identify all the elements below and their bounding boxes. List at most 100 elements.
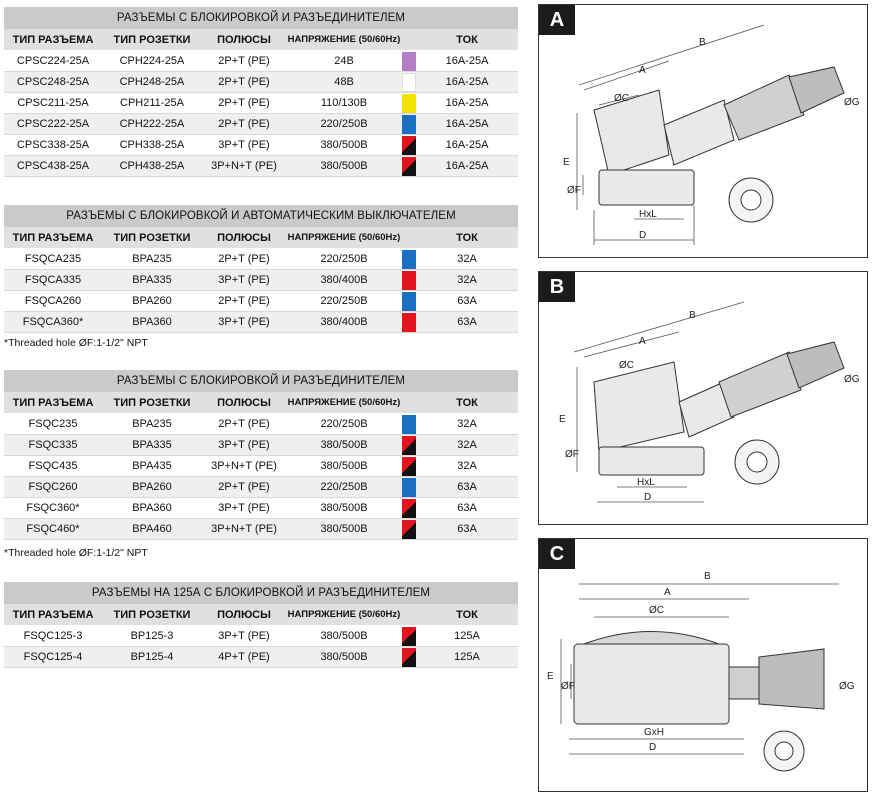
diagram-a-drawing: B A ØC E ØF ØG HxL D bbox=[563, 24, 860, 245]
dim-f-label: ØF bbox=[561, 681, 575, 692]
voltage-cell: 24B bbox=[334, 55, 354, 67]
dim-c-label: ØC bbox=[649, 605, 664, 616]
current-cell: 16A-25A bbox=[445, 118, 489, 130]
current-cell: 32A bbox=[457, 274, 477, 286]
current-cell: 125A bbox=[454, 651, 480, 663]
header-plug-type: ТИП РАЗЪЕМА bbox=[12, 608, 94, 621]
voltage-cell: 380/500B bbox=[320, 139, 368, 151]
poles-cell: 3P+T (PE) bbox=[218, 316, 270, 328]
dim-hxl-label: HxL bbox=[637, 477, 655, 488]
dim-d-label: D bbox=[639, 230, 646, 241]
current-cell: 16A-25A bbox=[445, 76, 489, 88]
dim-f-label: ØF bbox=[565, 449, 579, 460]
dim-b-label: B bbox=[699, 37, 706, 48]
poles-cell: 4P+T (PE) bbox=[218, 651, 270, 663]
voltage-cell: 380/500B bbox=[320, 439, 368, 451]
current-cell: 63A bbox=[457, 295, 477, 307]
voltage-color-swatch bbox=[402, 291, 416, 311]
header-poles: ПОЛЮСЫ bbox=[217, 608, 271, 621]
diagram-label: C bbox=[539, 539, 575, 569]
voltage-color-swatch bbox=[402, 156, 416, 176]
socket-type-cell: CPH338-25A bbox=[119, 139, 185, 151]
table-title: РАЗЪЕМЫ С БЛОКИРОВКОЙ И РАЗЪЕДИНИТЕЛЕМ bbox=[4, 370, 518, 392]
plug-type-cell: FSQC235 bbox=[28, 418, 78, 430]
table-header: ТИП РАЗЪЕМА ТИП РОЗЕТКИ ПОЛЮСЫ НАПРЯЖЕНИ… bbox=[4, 227, 518, 249]
dim-d-label: D bbox=[649, 742, 656, 753]
header-plug-type: ТИП РАЗЪЕМА bbox=[12, 396, 94, 409]
threaded-hole-note: *Threaded hole ØF:1-1/2" NPT bbox=[4, 547, 148, 559]
header-plug-type: ТИП РАЗЪЕМА bbox=[12, 231, 94, 244]
plug-type-cell: FSQC335 bbox=[28, 439, 78, 451]
diagram-c: B A ØC E ØF ØG GxH D C bbox=[538, 538, 868, 792]
header-poles: ПОЛЮСЫ bbox=[217, 33, 271, 46]
socket-type-cell: BPA335 bbox=[132, 439, 172, 451]
plug-type-cell: FSQCA260 bbox=[24, 295, 82, 307]
current-cell: 63A bbox=[457, 481, 477, 493]
dim-b-label: B bbox=[704, 571, 711, 582]
dim-f-label: ØF bbox=[567, 185, 581, 196]
header-poles: ПОЛЮСЫ bbox=[217, 231, 271, 244]
voltage-color-swatch bbox=[402, 519, 416, 539]
header-voltage: НАПРЯЖЕНИЕ (50/60Hz) bbox=[287, 232, 401, 243]
voltage-cell: 380/500B bbox=[320, 651, 368, 663]
voltage-cell: 220/250B bbox=[320, 481, 368, 493]
plug-type-cell: FSQC260 bbox=[28, 481, 78, 493]
diagram-c-drawing: B A ØC E ØF ØG GxH D bbox=[547, 571, 855, 772]
current-cell: 16A-25A bbox=[445, 97, 489, 109]
voltage-cell: 110/130B bbox=[320, 97, 368, 109]
header-voltage: НАПРЯЖЕНИЕ (50/60Hz) bbox=[287, 397, 401, 408]
socket-type-cell: BP125-4 bbox=[130, 651, 174, 663]
poles-cell: 2P+T (PE) bbox=[218, 418, 270, 430]
header-socket-type: ТИП РОЗЕТКИ bbox=[113, 33, 191, 46]
plug-type-cell: FSQCA335 bbox=[24, 274, 82, 286]
voltage-cell: 220/250B bbox=[320, 253, 368, 265]
voltage-color-swatch bbox=[402, 456, 416, 476]
socket-type-cell: CPH224-25A bbox=[119, 55, 185, 67]
poles-cell: 2P+T (PE) bbox=[218, 295, 270, 307]
current-cell: 125A bbox=[454, 630, 480, 642]
table-interlock-disconnector-1: РАЗЪЕМЫ С БЛОКИРОВКОЙ И РАЗЪЕДИНИТЕЛЕМ Т… bbox=[4, 7, 518, 177]
table-row: FSQC260 BPA260 2P+T (PE) 220/250B 63A bbox=[4, 477, 518, 498]
poles-cell: 3P+T (PE) bbox=[218, 139, 270, 151]
voltage-cell: 380/500B bbox=[320, 502, 368, 514]
header-current: ТОК bbox=[456, 33, 478, 46]
diagram-b: B A ØC E ØF ØG HxL D B bbox=[538, 271, 868, 525]
voltage-cell: 220/250B bbox=[320, 418, 368, 430]
table-title: РАЗЪЕМЫ С БЛОКИРОВКОЙ И РАЗЪЕДИНИТЕЛЕМ bbox=[4, 7, 518, 29]
dim-d-label: D bbox=[644, 492, 651, 503]
dim-hxl-label: HxL bbox=[639, 209, 657, 220]
dim-a-label: A bbox=[639, 336, 646, 347]
table-title: РАЗЪЕМЫ С БЛОКИРОВКОЙ И АВТОМАТИЧЕСКИМ В… bbox=[4, 205, 518, 227]
table-title: РАЗЪЕМЫ НА 125А С БЛОКИРОВКОЙ И РАЗЪЕДИН… bbox=[4, 582, 518, 604]
plug-type-cell: FSQC125-4 bbox=[23, 651, 83, 663]
dim-e-label: E bbox=[559, 414, 566, 425]
poles-cell: 3P+N+T (PE) bbox=[211, 160, 277, 172]
dim-g-label: ØG bbox=[844, 374, 860, 385]
voltage-color-swatch bbox=[402, 51, 416, 71]
dim-e-label: E bbox=[563, 157, 570, 168]
voltage-color-swatch bbox=[402, 626, 416, 646]
plug-type-cell: FSQCA360* bbox=[22, 316, 84, 328]
voltage-color-swatch bbox=[402, 93, 416, 113]
socket-type-cell: BPA335 bbox=[132, 274, 172, 286]
socket-type-cell: CPH222-25A bbox=[119, 118, 185, 130]
voltage-cell: 380/400B bbox=[320, 316, 368, 328]
header-socket-type: ТИП РОЗЕТКИ bbox=[113, 608, 191, 621]
table-row: FSQC125-4 BP125-4 4P+T (PE) 380/500B 125A bbox=[4, 647, 518, 668]
poles-cell: 3P+T (PE) bbox=[218, 502, 270, 514]
poles-cell: 2P+T (PE) bbox=[218, 481, 270, 493]
socket-type-cell: BPA260 bbox=[132, 481, 172, 493]
dim-c-label: ØC bbox=[614, 93, 629, 104]
